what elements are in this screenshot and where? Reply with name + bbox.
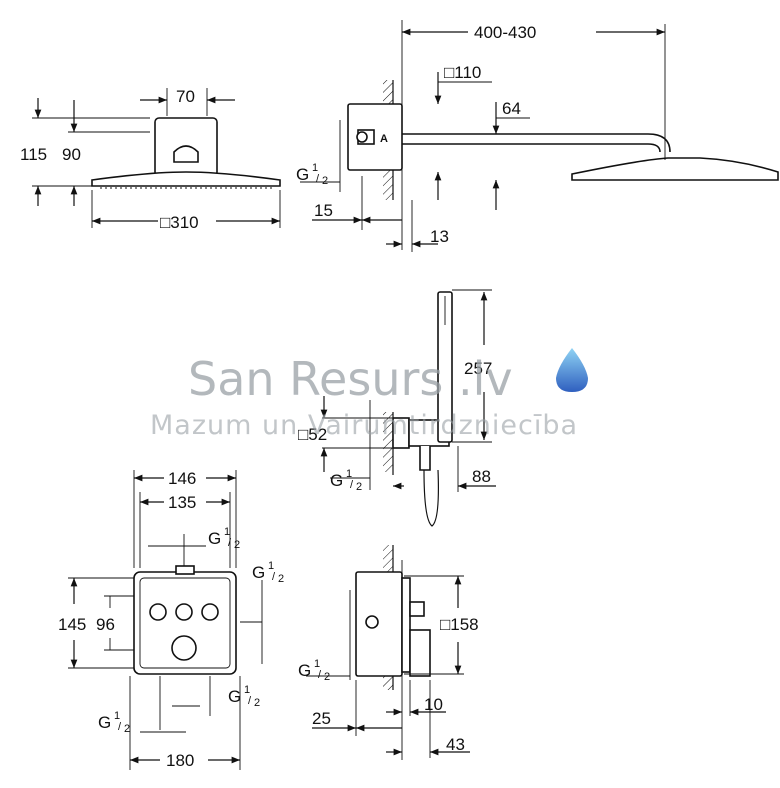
svg-text:2: 2 [278,573,284,585]
svg-text:/: / [350,479,354,491]
hand-shower [437,291,453,443]
dim-plate-bottom-width: 180 [166,751,194,770]
svg-text:G: G [298,661,311,680]
plate-front-view: 146 135 G 1 / 2 G 1 / 2 145 96 G 1 [58,469,284,770]
dim-arm-length: 400-430 [474,23,536,42]
svg-text:/: / [228,537,232,549]
dim-knob-depth: 10 [424,695,443,714]
svg-text:2: 2 [324,671,330,683]
valve-body [355,571,403,677]
hand-shower-view: 257 □52 G 1 / 2 88 [298,289,496,527]
watermark-title: San Resurs .lv [188,352,513,406]
svg-text:G: G [228,687,241,706]
dim-head-height-a: 115 [20,145,47,164]
dim-head-depth: 70 [176,87,195,106]
button-side [409,601,425,617]
dim-plate-width-inner: 135 [168,493,196,512]
dim-plate-width-outer: 146 [168,469,196,488]
svg-text:2: 2 [356,481,362,493]
watermark: San Resurs .lv Mazum un Vairumtirdzniecī… [150,348,588,441]
svg-text:A: A [380,133,388,145]
dim-head-width: □310 [160,213,199,232]
svg-text:1: 1 [268,560,274,572]
head-front-view: □310 70 115 90 [20,87,281,232]
svg-text:1: 1 [114,710,120,722]
water-drop-icon [556,348,588,392]
button-1 [149,603,167,621]
svg-text:1: 1 [244,684,250,696]
svg-text:1: 1 [346,468,352,480]
dim-thread-top: G [296,165,309,184]
dim-wall-flange: □110 [444,63,481,82]
button-3 [201,603,219,621]
svg-text:/: / [118,721,122,733]
dim-arm-height: 64 [502,99,521,118]
svg-text:G: G [208,529,221,548]
dim-outlet-flange: □52 [298,425,327,444]
svg-text:G: G [330,471,343,490]
dim-hand-shower-height: 257 [464,359,492,378]
svg-text:/: / [318,669,322,681]
svg-text:/: / [248,695,252,707]
dim-plate-height-outer: 145 [58,615,86,634]
dim-wall-offset: 15 [314,201,333,220]
thermostat-knob [171,635,197,661]
dim-outlet-depth: 88 [472,467,491,486]
knob-side [409,629,431,677]
svg-text:1: 1 [224,526,230,538]
head-joint [173,145,199,163]
head-side [571,157,779,181]
head-side-view: A 400-430 □110 64 G 1 / 2 15 [296,20,779,252]
dim-valve-offset: 25 [312,709,331,728]
svg-text:1: 1 [312,162,318,174]
dim-head-height-b: 90 [62,145,81,164]
button-2 [175,603,193,621]
wall-box [347,103,403,171]
svg-text:2: 2 [234,539,240,551]
svg-text:G: G [252,563,265,582]
valve-side-view: □158 G 1 / 2 25 10 43 [298,545,479,760]
dim-plate-height-inner: 96 [96,615,115,634]
svg-text:2: 2 [322,175,328,187]
dim-knob-total: 43 [446,735,465,754]
svg-text:2: 2 [124,723,130,735]
svg-text:1: 1 [314,658,320,670]
svg-text:G: G [98,713,111,732]
head-disc [91,171,281,187]
svg-text:/: / [272,571,276,583]
dim-flange-thickness: 13 [430,227,449,246]
dim-valve-plate: □158 [440,615,479,634]
svg-text:2: 2 [254,697,260,709]
watermark-subtitle: Mazum un Vairumtirdzniecība [150,410,578,441]
svg-text:/: / [316,173,320,185]
